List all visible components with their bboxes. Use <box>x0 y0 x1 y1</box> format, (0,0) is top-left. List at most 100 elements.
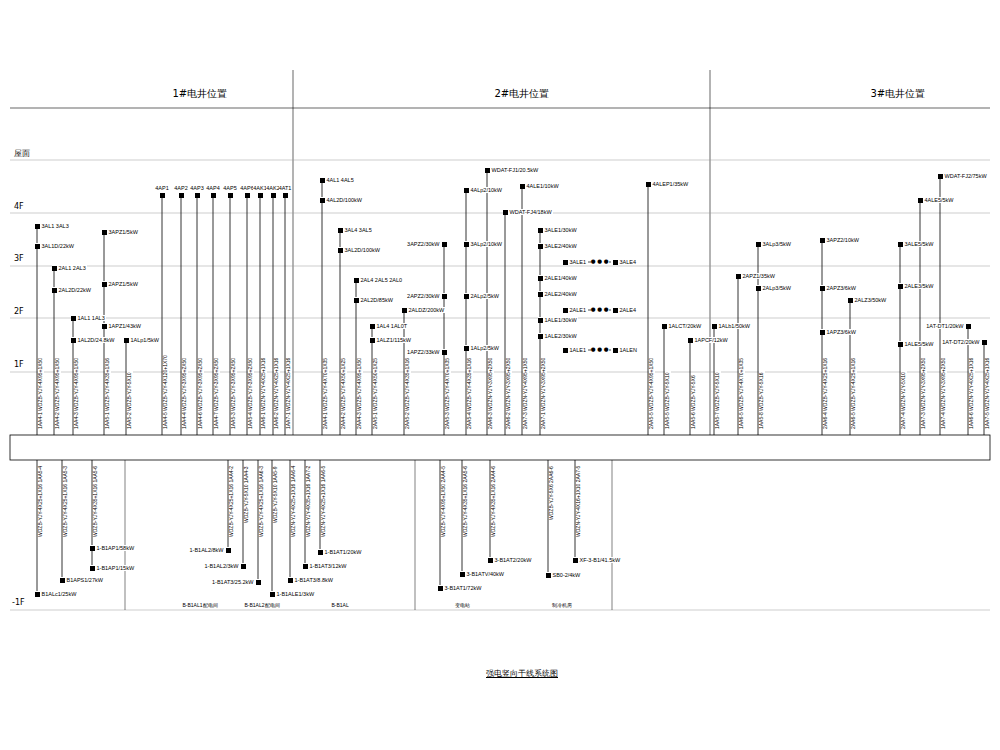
continuation-dots: ● ● ● <box>591 307 609 313</box>
panel-box: 2ALDZ/200kW <box>402 307 446 313</box>
cable-label: 1AA5-3 WDZB-YJY-3X95+2X50 <box>231 357 237 430</box>
panel-label: 4AP1 <box>155 185 168 191</box>
cable-label: 1AA4-1 WDZB-YJY-4X95+1X50 <box>38 357 44 430</box>
panel-box: WDAT-FJ1/20.5kW <box>485 167 540 173</box>
panel-label: 1APZ3/6kW <box>827 329 856 335</box>
panel-box: 1ALZ1/115kW <box>370 337 412 343</box>
panel-box: 3ALE1 <box>563 259 588 265</box>
panel-box: 1ALp2/5kW <box>464 345 500 351</box>
cable-label: 2AA6-3 WDZN-YJY-3X95+2X50 <box>488 357 494 430</box>
cable-label: WDZB-YJY-4X25+1X16 1AA6-3 <box>259 465 265 538</box>
panel-box: 4ALp2/10kW <box>464 187 504 193</box>
panel-label: WDAT-FJ2/75kW <box>945 173 987 179</box>
panel-box: 4AP2 <box>174 185 187 197</box>
cable-label: WDZB-YJY-4X95+1X50 2AA4-5 <box>441 465 447 538</box>
cable-label: 1AA7-3 WDZN-YJY-3X95+2X50 <box>921 357 927 430</box>
panel-box: 1-B1AL2/8kW <box>189 547 231 553</box>
panel-box: WDAT-FJ2/75kW <box>938 173 988 179</box>
shaft-heading: 1#电井位置 <box>173 88 228 99</box>
panel-box: 1ALE5/5kW <box>898 341 935 347</box>
panel-label: 2AL1 2AL3 <box>59 265 86 271</box>
panel-box: 3AL2D/100kW <box>338 247 381 253</box>
panel-label: 1ALE1/30kW <box>545 317 577 323</box>
room-divider <box>125 460 126 610</box>
panel-label: 3AL4 3AL5 <box>345 227 372 233</box>
cable-label: 1AA5-5 WDZB-YJY-5X10 <box>665 371 671 430</box>
panel-label: 3ALE4 <box>620 259 637 265</box>
room-label: 制冷机房 <box>552 603 572 609</box>
panel-box: 3-B1AT1/72kW <box>438 585 483 591</box>
panel-box: 1-B1AT3/25.2kW <box>211 579 260 585</box>
cable-label: 2AA4-3 WDZB-YJY-4X95+1X50 <box>357 357 363 430</box>
panel-label: 2APZ1/5kW <box>109 281 138 287</box>
panel-label: 1ALE2/30kW <box>545 333 577 339</box>
panel-box: 2APZ1/35kW <box>736 273 776 279</box>
panel-label: 1ALp2/5kW <box>471 345 499 351</box>
panel-label: 2ALE2/40kW <box>545 291 577 297</box>
panel-label: 3ALE5/5kW <box>905 241 934 247</box>
panel-box: 2ALE1/40kW <box>538 275 578 281</box>
panel-box: 3ALE2/40kW <box>538 243 578 249</box>
panel-box: 3AL1 3AL3 <box>35 223 70 229</box>
cable-label: 1AA6-5 WDZB-YJY-4X70+1X35 <box>739 357 745 430</box>
panel-label: 2ALDZ/200kW <box>409 307 445 313</box>
cable-label: 2AA5-2 WDZB-YJY-4X35+1X16 <box>405 357 411 430</box>
cable-label: 1AA7-5 WDZN-YJY-4X25+1X16 <box>985 357 991 430</box>
panel-box: 1APCF/12kW <box>688 337 729 343</box>
floor-line <box>10 610 990 611</box>
panel-label: 1-B1AT3/25.2kW <box>212 579 253 585</box>
panel-label: 1APZ1/43kW <box>109 323 141 329</box>
panel-box: 4AP1 <box>155 185 168 197</box>
panel-label: 1ALE5/5kW <box>905 341 934 347</box>
cable-label: 1AA4-7 WDZB-YJY-3X95+2X50 <box>214 357 220 430</box>
panel-box: 2ALE2/40kW <box>538 291 578 297</box>
cable-label: WDZN-YJY-4X35+1X16 1AA7-2 <box>306 465 312 538</box>
panel-label: 2ALE1/40kW <box>545 275 577 281</box>
panel-label: 4AK1 <box>253 185 266 191</box>
panel-box: 1-B1AP1/15kW <box>90 565 136 571</box>
panel-box: 1AL4 1AL0T <box>370 323 409 329</box>
cable-label: 1AA5-4 WDZB-YJY-3X95+2X50 <box>248 357 254 430</box>
panel-label: 3ALE1 <box>570 259 587 265</box>
cable-label: WDZB-YJY-4X25+1X16 1AA5-3 <box>63 465 69 538</box>
panel-box: 4AP3 <box>190 185 203 197</box>
panel-box: 4ALE5/5kW <box>918 197 955 203</box>
cable-label: 1AA6-2 WDZN-YJY-4X25+1X16 <box>274 357 280 430</box>
panel-box: 3ALp3/5kW <box>756 241 792 247</box>
panel-label: 1ALEN <box>620 347 637 353</box>
cable-label: WDZB-YJY-4X25+1X16 1AA5-4 <box>38 465 44 538</box>
panel-box: 3APZ2/10kW <box>820 237 860 243</box>
panel-label: 3AL1 3AL3 <box>42 223 69 229</box>
panel-label: 1-B1AL2/8kW <box>190 547 224 553</box>
panel-label: 2AL2D/22kW <box>59 287 91 293</box>
panel-box: 3-B1ATV/40kW <box>460 571 506 577</box>
floor-label: -1F <box>12 599 25 608</box>
cable-label: 2AA7-1 WDZN-YJY-3X95+2X50 <box>541 357 547 430</box>
panel-label: 3APZ1/5kW <box>109 229 138 235</box>
panel-label: 2ALp2/5kW <box>471 293 499 299</box>
panel-label: 3ALp2/10kW <box>471 241 503 247</box>
panel-label: 1ALCT/20kW <box>669 323 702 329</box>
panel-box: WDAT-FJ4/18kW <box>503 209 553 215</box>
panel-box: 1ALEN <box>613 347 638 353</box>
panel-label: SB0-2/4kW <box>553 572 581 578</box>
cable-label: WDZB-YJY-4X35+1X16 2AA5-6 <box>463 465 469 538</box>
panel-label: WDAT-FJ1/20.5kW <box>492 167 539 173</box>
panel-box: 3APZ1/5kW <box>102 229 139 235</box>
panel-box: 2ALE3/5kW <box>898 283 935 289</box>
panel-label: WDAT-FJ4/18kW <box>510 209 552 215</box>
panel-label: 3-B1AT1/72kW <box>445 585 482 591</box>
panel-label: 4AL2D/100kW <box>327 197 362 203</box>
panel-box: 1APZ2/33kW <box>406 349 446 355</box>
floor-label: 4F <box>14 203 24 212</box>
panel-label: 1-B1AT3/8.8kW <box>295 577 333 583</box>
panel-box: 2APZ2/30kW <box>406 293 446 299</box>
panel-label: 3ALE2/40kW <box>545 243 577 249</box>
cable-label: 2AA6-4 WDZB-YJY-4X25+1X16 <box>823 357 829 430</box>
panel-label: 1APCF/12kW <box>695 337 728 343</box>
panel-label: 2AL2D/85kW <box>361 297 393 303</box>
panel-box: 1-B1AT3/8.8kW <box>288 577 334 583</box>
panel-label: 1-B1AP1/58kW <box>97 545 135 551</box>
panel-label: 4AP2 <box>174 185 187 191</box>
room-divider <box>612 460 613 610</box>
